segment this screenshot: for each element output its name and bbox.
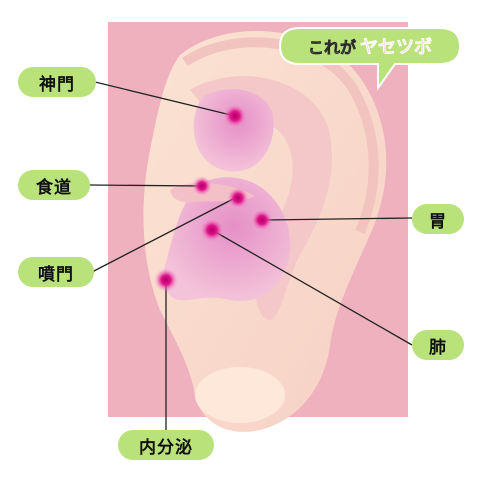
callout-prefix: これが	[307, 38, 357, 58]
earlobe	[195, 367, 285, 423]
point-funmon	[227, 187, 249, 209]
helix-rim	[182, 37, 379, 234]
acupoints	[154, 104, 273, 292]
label-funmon: 噴門	[18, 257, 94, 287]
connector-lines	[89, 81, 413, 430]
point-shinmon	[223, 104, 247, 128]
upper-fossa	[193, 89, 274, 172]
point-naibunpitsu	[154, 268, 178, 292]
point-shokudo	[192, 176, 212, 196]
label-naibunpitsu: 内分泌	[118, 430, 214, 460]
label-hai: 肺	[412, 330, 464, 360]
point-hai	[200, 218, 224, 242]
point-i	[251, 209, 273, 231]
callout-text: これが ヤセツボ	[284, 30, 456, 62]
label-shinmon: 神門	[18, 67, 96, 97]
antihelix	[190, 76, 332, 320]
label-i: 胃	[412, 204, 464, 234]
label-shokudo: 食道	[18, 170, 90, 200]
callout-bubble	[278, 27, 462, 92]
callout-highlight: ヤセツボ	[360, 37, 433, 59]
